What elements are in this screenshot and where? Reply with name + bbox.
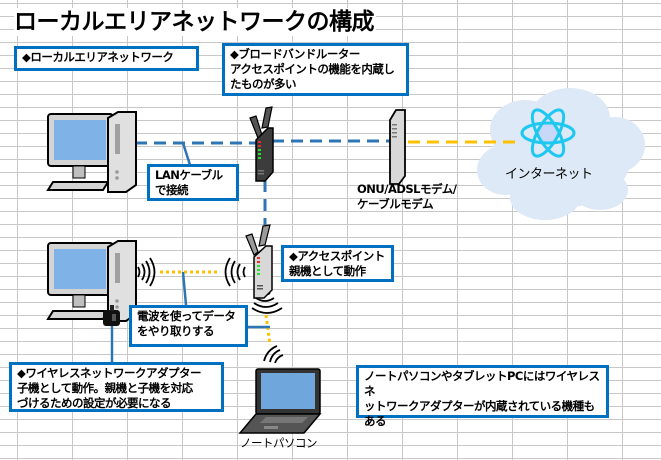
radio-waves-pc-icon (137, 257, 156, 287)
desktop-pc-icon (46, 111, 137, 193)
modem-icon (389, 109, 406, 185)
access-point-icon (245, 224, 273, 299)
callout-wireless-adapter: ◆ワイヤレスネットワークアダプター 子機として動作。親機と子機を対応 づけるため… (9, 362, 224, 412)
laptop-icon (238, 368, 322, 434)
callout-broadband-router: ◆ブロードバンドルーター アクセスポイントの機能を内蔵し たものが多い (222, 43, 409, 96)
modem-label: ONU/ADSLモデム/ ケーブルモデム (357, 182, 457, 211)
desktop-pc-wireless-icon (46, 240, 137, 322)
wireless-adapter-icon (103, 305, 120, 326)
laptop-label: ノートパソコン (240, 436, 318, 450)
callout-radio: 電波を使ってデータ をやり取りする (129, 305, 248, 347)
radio-waves-ap-left-icon (224, 257, 246, 287)
callout-laptop-note: ノートパソコンやタブレットPCにはワイヤレスネ ットワークアダプターが内蔵されて… (356, 365, 609, 428)
broadband-router-icon (249, 106, 274, 182)
page-title: ローカルエリアネットワークの構成 (14, 8, 376, 36)
pointer-lan-cable (181, 142, 192, 166)
callout-access-point: ◆アクセスポイント 親機として動作 (281, 245, 394, 282)
callout-lan-cable: LANケーブル で接続 (147, 164, 239, 201)
pointer-radio (181, 271, 188, 306)
radio-waves-laptop-icon (263, 345, 284, 364)
internet-label: インターネット (505, 167, 593, 182)
callout-lan: ◆ローカルエリアネットワーク (14, 46, 199, 71)
globe-icon (520, 108, 576, 158)
wireless-link-ap-laptop (264, 314, 272, 346)
internet-cloud (477, 88, 645, 220)
